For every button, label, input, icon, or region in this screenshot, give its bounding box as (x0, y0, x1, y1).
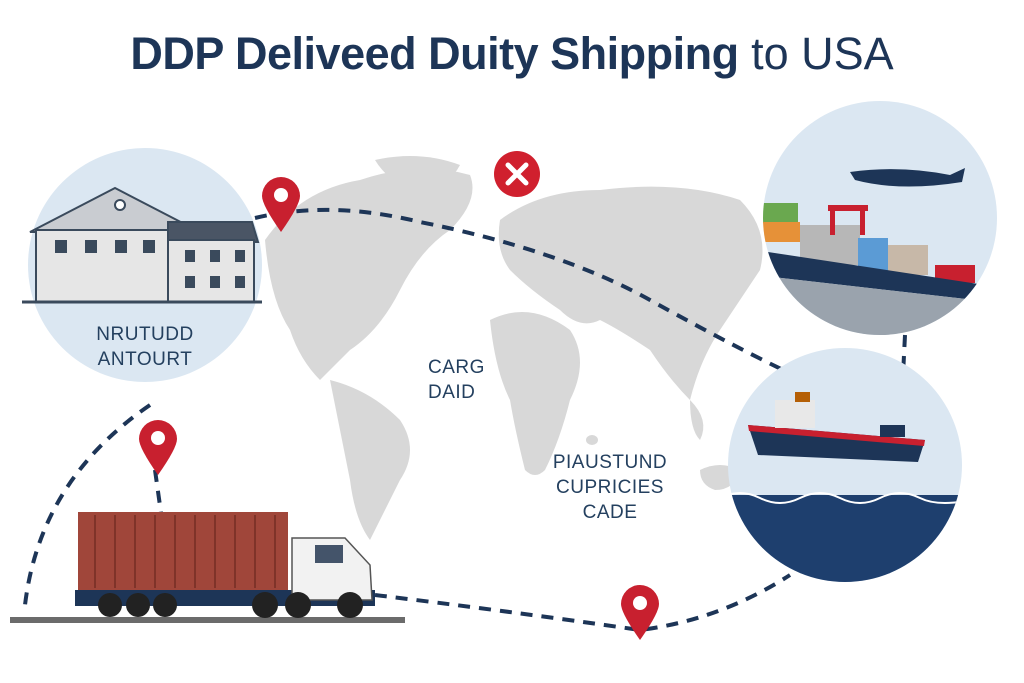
airplane-icon (850, 168, 965, 187)
title-bold: DDP Deliveed Duity Shipping (130, 28, 739, 79)
warehouse-label-line: NRUTUDD (96, 324, 194, 345)
location-pin-icon (139, 420, 177, 475)
ocean-label-line: CUPRICIES (556, 477, 664, 498)
route-lines (23, 207, 907, 633)
location-pin-icon (262, 177, 300, 232)
air-sea-circle (763, 101, 997, 335)
ocean-label-line: PIAUSTUND (552, 452, 668, 473)
warehouse-label-line: ANTOURT (97, 349, 193, 370)
ship-icon (748, 392, 925, 462)
center-label-line: CARG (428, 357, 485, 378)
ocean-ship-circle (728, 348, 962, 582)
warehouse-circle (22, 148, 262, 382)
close-x-icon (494, 151, 540, 197)
warehouse-label: NRUTUDD ANTOURT (60, 322, 230, 372)
location-pin-icon (621, 585, 659, 640)
title-light: to USA (751, 28, 894, 79)
center-label: CARG DAID (428, 355, 508, 405)
ocean-label: PIAUSTUND CUPRICIES CADE (540, 450, 680, 525)
ocean-label-line: CADE (582, 502, 638, 523)
page-title: DDP Deliveed Duity Shipping to USA (0, 28, 1024, 80)
center-label-line: DAID (428, 382, 476, 403)
truck-icon (10, 512, 405, 623)
world-map (265, 156, 763, 540)
